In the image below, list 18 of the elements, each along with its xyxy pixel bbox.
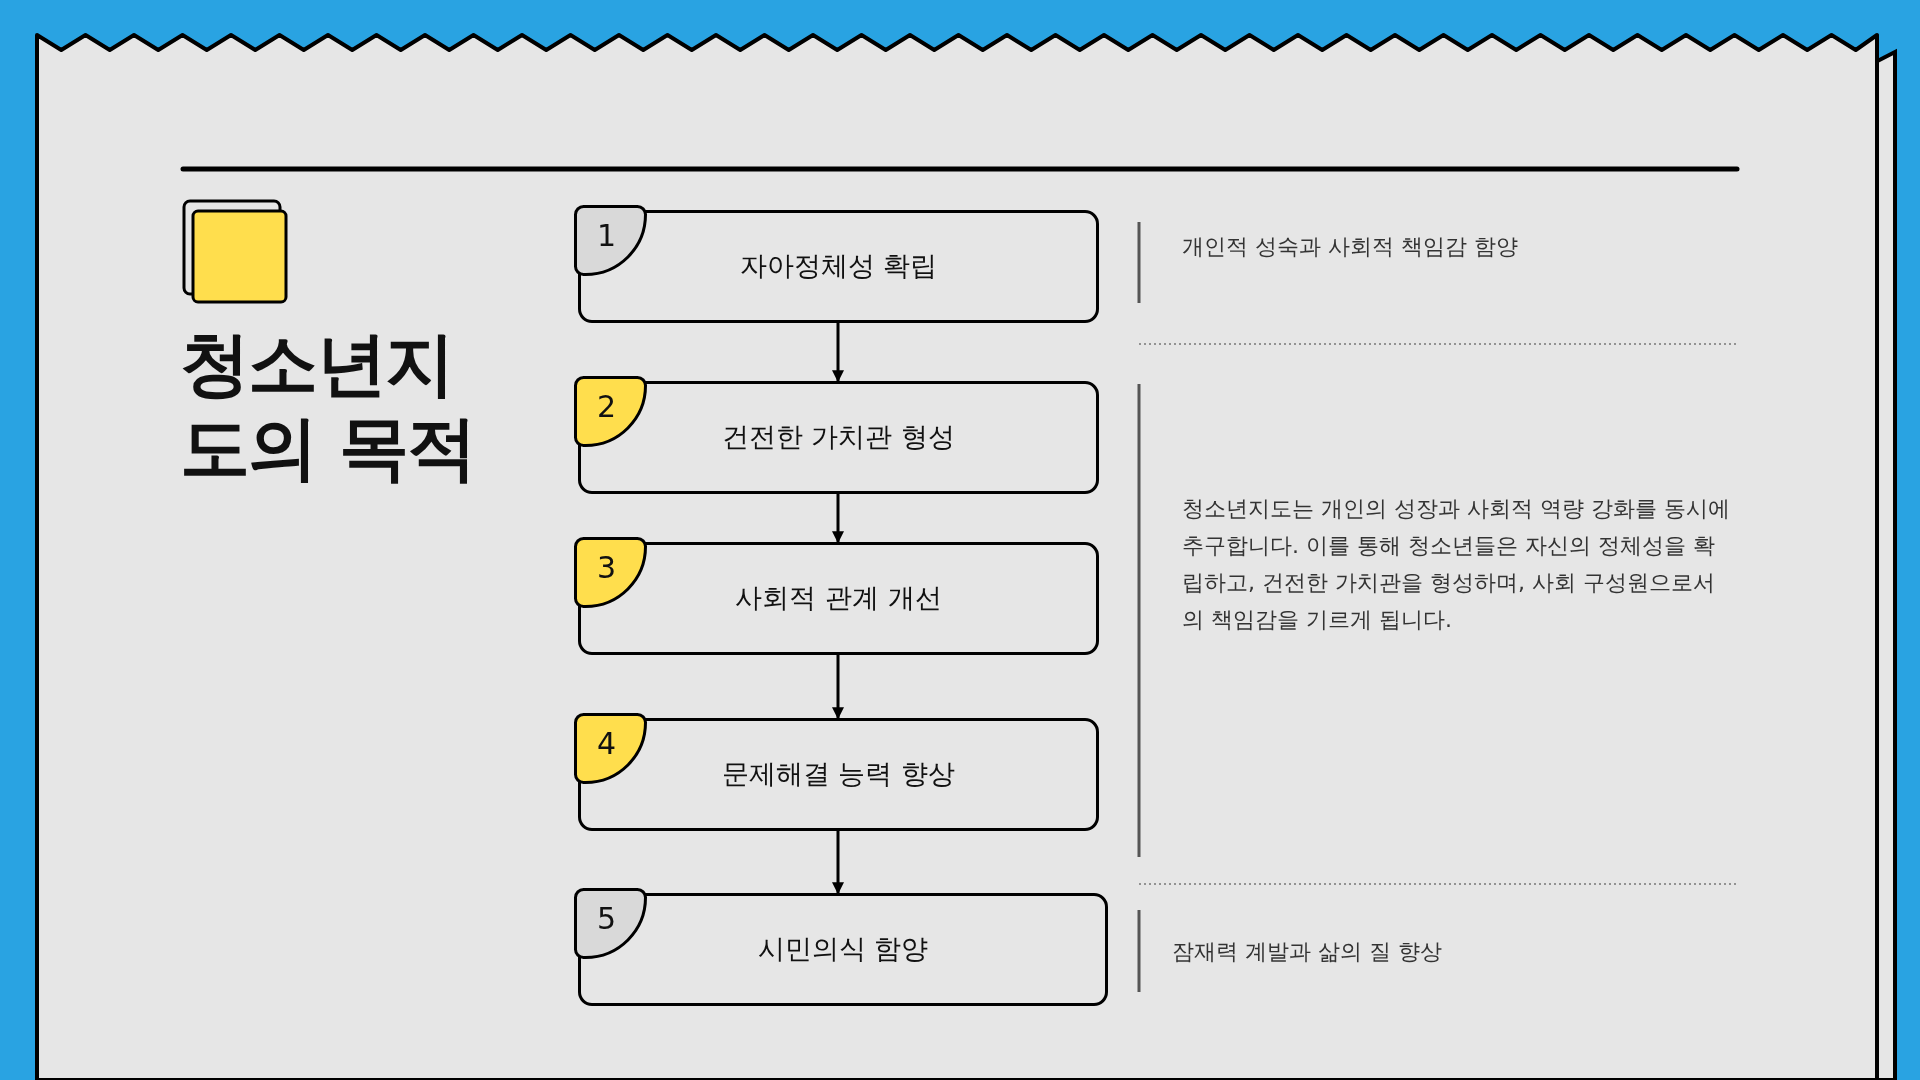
arrow: [832, 655, 844, 720]
arrow: [832, 323, 844, 383]
step-number: 4: [574, 713, 647, 784]
step-title: 자아정체성 확립: [739, 249, 938, 284]
step-number: 3: [574, 537, 647, 608]
step-number: 2: [574, 376, 647, 447]
step-number: 5: [574, 888, 647, 959]
step-title: 문제해결 능력 향상: [721, 757, 956, 792]
step-title: 시민의식 함양: [757, 932, 929, 967]
step-number: 1: [574, 205, 647, 276]
step-title: 사회적 관계 개선: [735, 581, 942, 616]
description-text: 개인적 성숙과 사회적 책임감 함양: [1182, 233, 1519, 261]
description-text: 청소년지도는 개인의 성장과 사회적 역량 강화를 동시에 추구합니다. 이를 통해 청소년들은 자신의 정체성을 확립하고, 건전한 가치관을 형성하며, 사회 구성원으로서의 책임감을 기르게 됩니다.: [1182, 495, 1731, 634]
title: 청소년지도의 목적: [180, 322, 477, 490]
description-text: 잠재력 계발과 삶의 질 향상: [1172, 938, 1443, 966]
step-title: 건전한 가치관 형성: [721, 420, 956, 455]
arrow: [832, 831, 844, 895]
arrow: [832, 494, 844, 544]
